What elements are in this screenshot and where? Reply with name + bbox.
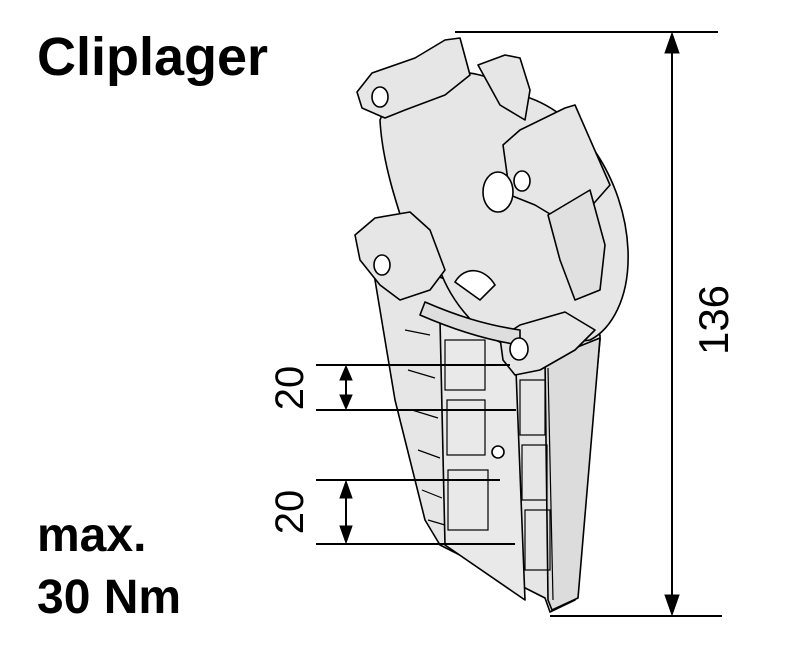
dimension-total-height [455, 31, 722, 617]
hole-right-lug [513, 170, 531, 192]
hole-bottom-right [509, 337, 529, 361]
hole-center [482, 171, 514, 213]
mounting-holes [371, 86, 531, 459]
hole-top-left [371, 86, 389, 108]
torque-line-2: 30 Nm [37, 571, 182, 624]
bracket-part [354, 37, 629, 613]
hole-plate [491, 445, 505, 459]
plate-grid [404, 329, 554, 601]
torque-line-1: max. [37, 509, 147, 562]
dimension-total-height-label: 136 [690, 285, 737, 355]
dimension-lower-spacing [316, 479, 515, 545]
torque-label: max. 30 Nm [37, 505, 181, 629]
hole-left-lug [373, 254, 391, 276]
dimension-upper-spacing [316, 364, 516, 411]
title-label: Cliplager [37, 27, 269, 87]
dimension-lower-spacing-label: 20 [268, 490, 312, 535]
dimension-upper-spacing-label: 20 [268, 366, 312, 411]
